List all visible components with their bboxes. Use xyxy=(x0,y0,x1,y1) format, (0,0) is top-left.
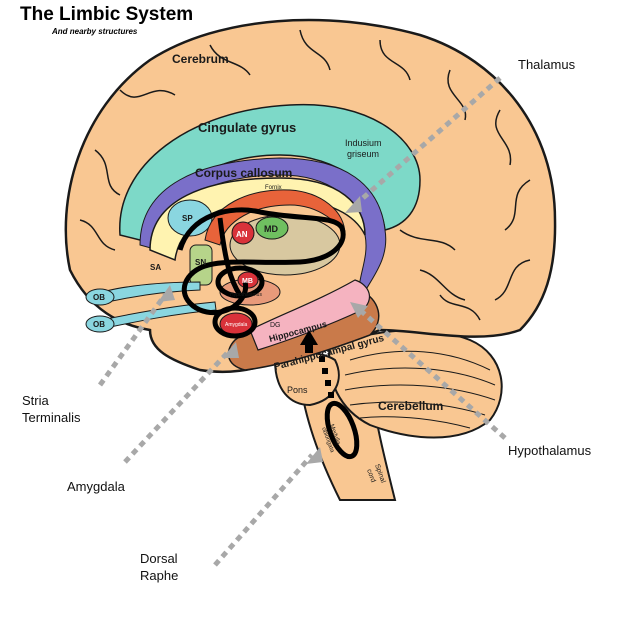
papez-circuit xyxy=(177,207,360,460)
diagram-subtitle: And nearby structures xyxy=(52,27,138,36)
label-hypothalamus-small: Hypothalamus xyxy=(230,292,262,298)
label-spinal-2: cord xyxy=(365,468,376,483)
label-an: AN xyxy=(236,230,248,239)
ob-upper-shape xyxy=(85,288,115,306)
external-label-hypothalamus: Hypothalamus xyxy=(508,443,592,458)
label-cerebellum: Cerebellum xyxy=(378,399,443,413)
label-sa: SA xyxy=(150,263,161,272)
md-nucleus-shape xyxy=(255,216,289,240)
label-indusium-griseum-1: Indusium xyxy=(345,138,382,148)
label-mb: MB xyxy=(242,278,253,285)
diagram-title: The Limbic System xyxy=(20,4,194,25)
label-indusium-griseum-2: griseum xyxy=(347,149,379,159)
external-label-amygdala: Amygdala xyxy=(67,479,125,494)
label-amygdala-small: Amygdala xyxy=(225,322,247,328)
label-dg: DG xyxy=(270,322,281,329)
label-pons: Pons xyxy=(287,385,308,395)
an-nucleus-shape xyxy=(231,221,255,245)
hippocampus-shape xyxy=(249,279,371,351)
label-corpus-callosum: Corpus callosum xyxy=(195,166,292,180)
sulci-lines xyxy=(79,29,531,321)
cerebellum-folia xyxy=(344,350,496,429)
label-ob-lower: OB xyxy=(93,320,105,329)
label-ob-upper: OB xyxy=(93,293,105,302)
pointer-arrows xyxy=(97,76,507,567)
label-cerebrum: Cerebrum xyxy=(172,52,229,66)
label-cingulate-gyrus: Cingulate gyrus xyxy=(198,120,296,135)
external-label-dorsal-raphe: Dorsal Raphe xyxy=(140,551,179,583)
label-sn: SN xyxy=(195,258,206,267)
label-sp: SP xyxy=(182,214,193,223)
olfactory-lower-shape xyxy=(91,301,217,331)
label-fornix: Fornix xyxy=(265,185,282,191)
external-label-thalamus: Thalamus xyxy=(518,57,576,72)
cingulate-gyrus-shape xyxy=(119,103,421,246)
ob-lower-shape xyxy=(85,315,115,333)
raphe-pathway xyxy=(300,330,334,398)
external-label-stria-terminalis: Stria Terminalis xyxy=(22,393,81,425)
pointer-arrowheads xyxy=(158,196,368,464)
label-md: MD xyxy=(264,224,278,234)
